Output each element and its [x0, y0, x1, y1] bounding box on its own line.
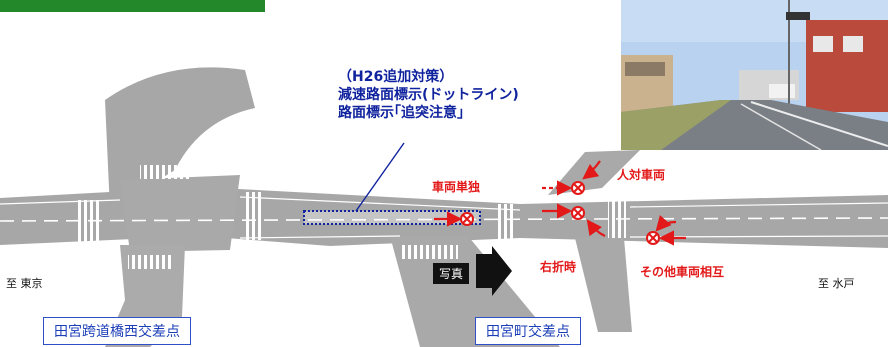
callout-leader-line: [355, 142, 405, 212]
accent-bar: [0, 0, 265, 12]
intersection-label-east: 田宮町交差点: [475, 317, 581, 345]
circled-x-icon: [460, 181, 660, 245]
label-single-vehicle: 車両単独: [432, 180, 481, 194]
direction-east: 至 水戸: [818, 277, 855, 290]
label-right-turn: 右折時: [540, 260, 577, 274]
note-line-1: （H26追加対策）: [338, 69, 454, 85]
arrow-icon: [434, 160, 686, 246]
street-photo: [621, 0, 888, 150]
dot-line-marking-area: [303, 210, 481, 225]
countermeasure-note: （H26追加対策） 減速路面標示(ドットライン) 路面標示｢追突注意」: [338, 68, 519, 122]
note-line-3: 路面標示｢追突注意」: [338, 105, 471, 121]
arrow-right-icon: [476, 246, 512, 296]
intersection-label-west: 田宮跨道橋西交差点: [43, 317, 191, 345]
label-other-vehicle-mutual: その他車両相互: [640, 265, 725, 279]
direction-west: 至 東京: [6, 277, 43, 290]
label-vehicle-vs-pedestrian: 人対車両: [617, 168, 666, 182]
photo-badge: 写真: [433, 263, 470, 284]
note-line-2: 減速路面標示(ドットライン): [338, 87, 519, 103]
